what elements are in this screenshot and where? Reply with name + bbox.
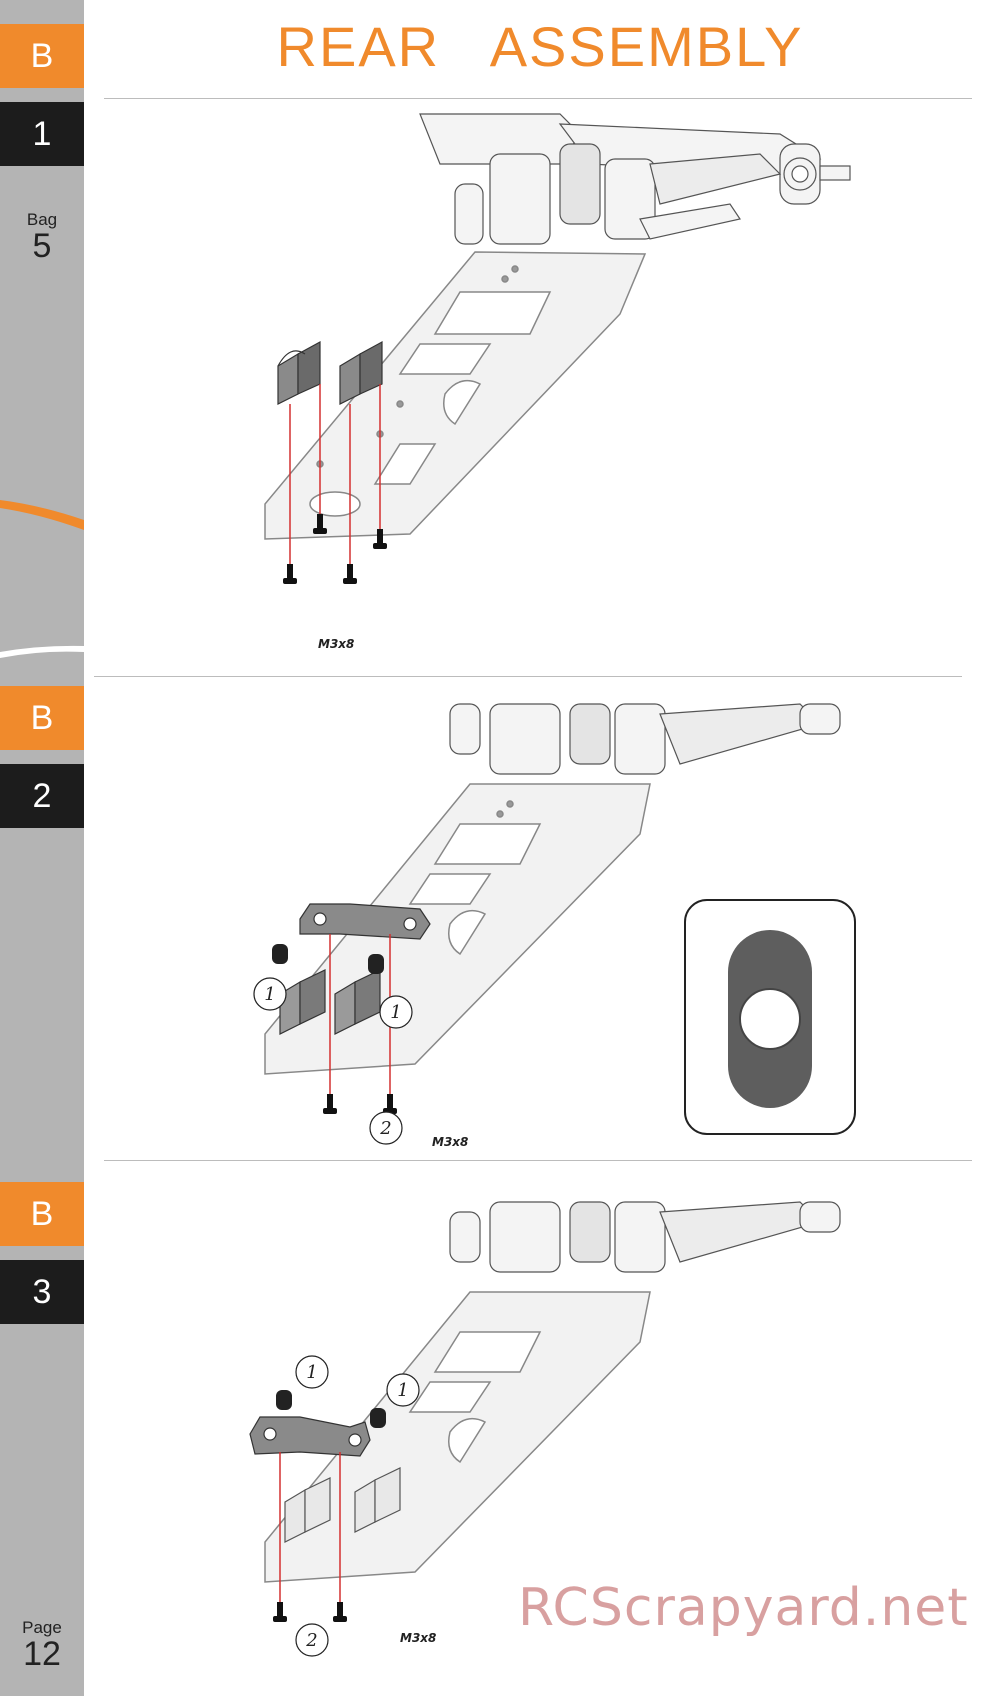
svg-text:2: 2: [379, 1118, 391, 1139]
callout-2: 2: [295, 1623, 329, 1657]
rear-suspension-assembly: [419, 113, 851, 245]
screw-guide-lines: [279, 1452, 341, 1602]
screw-label: M3x8: [400, 1631, 436, 1645]
m3x8-screws: [323, 1094, 397, 1114]
callout-1b: 1: [386, 1373, 420, 1407]
section-tab-step3: B: [0, 1182, 84, 1246]
step3-illustration: 1 1 2 M3x8: [240, 1172, 920, 1662]
rear-suspension-assembly: [449, 1201, 841, 1273]
svg-text:1: 1: [306, 1362, 317, 1383]
upper-mount: [249, 1416, 371, 1457]
callout-1a: 1: [253, 977, 287, 1011]
insert-detail-box: [684, 899, 856, 1135]
callout-2: 2: [369, 1111, 403, 1145]
upper-mount: [299, 903, 431, 940]
m3x8-screws: [273, 1602, 347, 1622]
chassis-plate: [264, 251, 647, 540]
eccentric-inserts: [276, 1390, 386, 1428]
svg-text:2: 2: [305, 1630, 317, 1651]
section-tab-step2: B: [0, 686, 84, 750]
sidebar-swoosh: [0, 500, 84, 658]
watermark: RCScrapyard.net: [518, 1578, 969, 1638]
rear-suspension-posts: [284, 1467, 401, 1543]
step-number-tab-3: 3: [0, 1260, 84, 1324]
step-number-tab-2: 2: [0, 764, 84, 828]
page-title: REAR ASSEMBLY: [276, 15, 804, 78]
eccentric-inserts: [272, 944, 384, 974]
callout-1a: 1: [295, 1355, 329, 1389]
rear-suspension-assembly: [449, 703, 841, 775]
screw-label: M3x8: [318, 637, 354, 651]
bag-indicator: Bag 5: [0, 210, 84, 265]
step2-illustration: 1 1 2 M3x8: [240, 694, 920, 1154]
bag-label: Bag: [26, 210, 58, 229]
svg-text:1: 1: [397, 1380, 408, 1401]
m3x8-screws: [283, 514, 387, 584]
page-label: Page: [22, 1618, 62, 1637]
sidebar: B 1 Bag 5 B 2 B 3 Page 12: [0, 0, 84, 1696]
rear-suspension-posts: [277, 340, 383, 405]
svg-text:1: 1: [390, 1002, 401, 1023]
section-tab-step1: B: [0, 24, 84, 88]
divider-top: [104, 98, 972, 99]
step1-illustration: M3x8: [260, 104, 920, 664]
step-number-tab-1: 1: [0, 102, 84, 166]
svg-text:1: 1: [264, 984, 275, 1005]
bag-number: 5: [32, 227, 52, 265]
page-indicator: Page 12: [0, 1618, 84, 1673]
divider-step1-step2: [94, 676, 962, 677]
screw-label: M3x8: [432, 1135, 468, 1149]
screw-guide-lines: [289, 384, 381, 564]
callout-1b: 1: [379, 995, 413, 1029]
page-number: 12: [23, 1635, 61, 1673]
divider-step2-step3: [104, 1160, 972, 1161]
